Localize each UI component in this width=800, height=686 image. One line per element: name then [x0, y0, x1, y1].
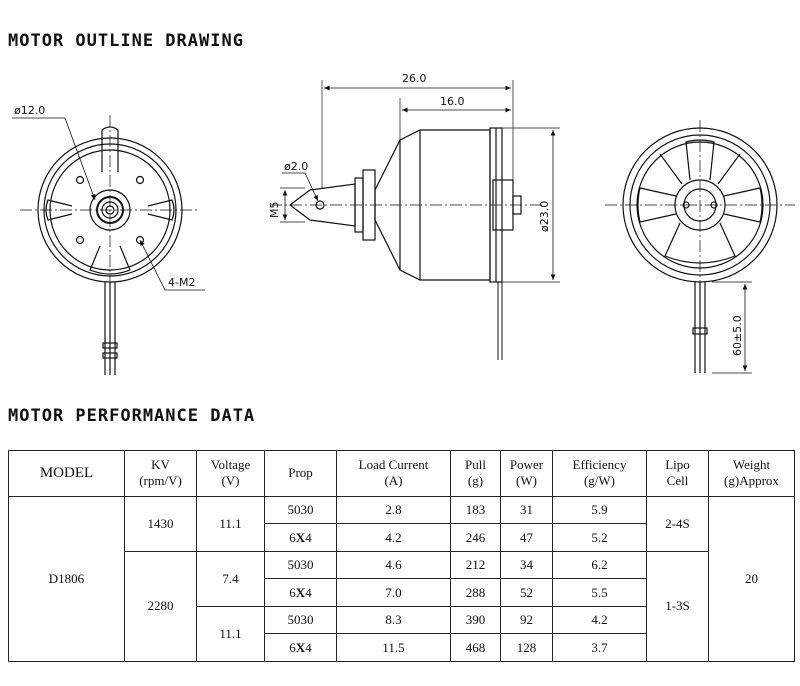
mount-holes-label: 4-M2 [168, 276, 195, 289]
prop-cell: 5030 [264, 550, 337, 580]
efficiency-cell: 3.7 [552, 633, 647, 662]
overall-length-label: 26.0 [402, 72, 427, 85]
front-view [12, 115, 205, 375]
power-cell: 52 [500, 578, 553, 607]
front-diameter-label: ø12.0 [14, 104, 45, 117]
efficiency-cell: 5.2 [552, 523, 647, 552]
pull-cell: 390 [450, 605, 501, 635]
body-diameter-label: ø23.0 [538, 201, 551, 232]
body-length-label: 16.0 [440, 95, 465, 108]
prop-cell: 5030 [264, 495, 337, 525]
header-current: Load Current(A) [336, 450, 451, 497]
performance-data-title: MOTOR PERFORMANCE DATA [8, 406, 256, 426]
header-weight: Weight(g)Approx [708, 450, 795, 497]
table-row: 6X4 7.0 288 52 5.5 [9, 578, 795, 607]
prop-cell: 6X4 [264, 633, 337, 662]
pull-cell: 212 [450, 550, 501, 580]
current-cell: 7.0 [336, 578, 451, 607]
header-prop: Prop [264, 450, 337, 497]
pull-cell: 468 [450, 633, 501, 662]
header-model: MODEL [8, 450, 125, 497]
efficiency-cell: 4.2 [552, 605, 647, 635]
pull-cell: 246 [450, 523, 501, 552]
voltage-cell: 11.1 [196, 605, 265, 663]
header-voltage: Voltage(V) [196, 450, 265, 497]
back-view [605, 120, 795, 374]
power-cell: 34 [500, 550, 553, 580]
power-cell: 31 [500, 495, 553, 525]
performance-table: MODEL KV(rpm/V) Voltage(V) Prop Load Cur… [8, 450, 795, 663]
lipo-cell: 1-3S [646, 550, 709, 663]
lipo-cell: 2-4S [646, 495, 709, 552]
current-cell: 8.3 [336, 605, 451, 635]
current-cell: 4.6 [336, 550, 451, 580]
efficiency-cell: 5.9 [552, 495, 647, 525]
table-row: 6X4 4.2 246 47 5.2 [9, 523, 795, 552]
header-efficiency: Efficiency(g/W) [552, 450, 647, 497]
model-cell: D1806 [8, 495, 125, 663]
kv-cell: 2280 [124, 550, 197, 663]
efficiency-cell: 5.5 [552, 578, 647, 607]
header-kv: KV(rpm/V) [124, 450, 197, 497]
weight-cell: 20 [708, 495, 795, 663]
power-cell: 128 [500, 633, 553, 662]
voltage-cell: 7.4 [196, 550, 265, 607]
power-cell: 47 [500, 523, 553, 552]
shaft-hole-label: ø2.0 [284, 160, 308, 173]
header-pull: Pull(g) [450, 450, 501, 497]
pull-cell: 288 [450, 578, 501, 607]
voltage-cell: 11.1 [196, 495, 265, 552]
current-cell: 4.2 [336, 523, 451, 552]
prop-cell: 6X4 [264, 523, 337, 552]
table-row: 6X4 11.5 468 128 3.7 [9, 633, 795, 662]
header-power: Power(W) [500, 450, 553, 497]
efficiency-cell: 6.2 [552, 550, 647, 580]
table-row: D1806 1430 11.1 5030 2.8 183 31 5.9 2-4S… [8, 495, 795, 663]
table-row: 11.1 5030 8.3 390 92 4.2 [9, 605, 795, 663]
current-cell: 2.8 [336, 495, 451, 525]
table-header-row: MODEL KV(rpm/V) Voltage(V) Prop Load Cur… [8, 450, 795, 497]
table-row: 2280 7.4 5030 4.6 212 34 6.2 1-3S [9, 550, 795, 663]
power-cell: 92 [500, 605, 553, 635]
outline-drawing-title: MOTOR OUTLINE DRAWING [8, 31, 244, 51]
pull-cell: 183 [450, 495, 501, 525]
prop-cell: 6X4 [264, 578, 337, 607]
motor-outline-drawing: ø12.0 4-M2 26.0 16.0 ø2.0 M5 ø23.0 60±5.… [12, 72, 795, 375]
shaft-thread-label: M5 [268, 202, 281, 219]
kv-cell: 1430 [124, 495, 197, 552]
lead-length-label: 60±5.0 [731, 315, 744, 356]
current-cell: 11.5 [336, 633, 451, 662]
prop-cell: 5030 [264, 605, 337, 635]
side-view [270, 80, 560, 360]
